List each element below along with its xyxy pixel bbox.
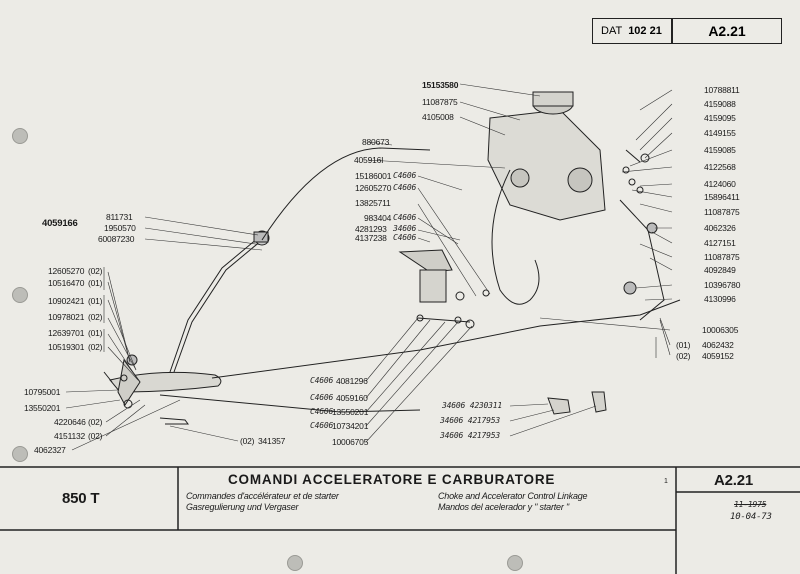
part-10734201: 10734201 bbox=[332, 421, 369, 431]
binder-hole-middle bbox=[12, 287, 28, 303]
part-10795001: 10795001 bbox=[24, 387, 61, 397]
qty-341357: (02) bbox=[240, 436, 255, 446]
part-10006305: 10006305 bbox=[702, 325, 739, 335]
hw-c4606-b3: C4606 bbox=[310, 407, 334, 416]
part-15153580: 15153580 bbox=[422, 80, 459, 90]
dat-box: DAT 102 21 bbox=[592, 18, 672, 44]
part-13825711: 13825711 bbox=[355, 198, 391, 208]
part-4124060: 4124060 bbox=[704, 179, 736, 189]
part-4059166: 4059166 bbox=[42, 218, 78, 229]
qty-4059152: (02) bbox=[676, 351, 691, 361]
qty-4220646: (02) bbox=[88, 417, 103, 427]
part-4137238: 4137238 bbox=[355, 233, 387, 243]
part-15186001: 15186001 bbox=[355, 171, 392, 181]
footer-fr: Commandes d'accélérateur et de starter bbox=[186, 491, 339, 501]
binder-hole-lower bbox=[12, 446, 28, 462]
footer-en: Choke and Accelerator Control Linkage bbox=[438, 491, 588, 501]
part-4092849: 4092849 bbox=[704, 265, 736, 275]
hw-34606: 34606 bbox=[393, 224, 417, 233]
part-15896411: 15896411 bbox=[704, 192, 740, 202]
dat-label: DAT bbox=[601, 25, 623, 37]
dat-number: 102 21 bbox=[628, 25, 662, 37]
hw-c4606-b4: C4606 bbox=[310, 421, 334, 430]
part-880673: 880673 bbox=[362, 137, 390, 147]
part-4127151: 4127151 bbox=[704, 238, 736, 248]
qty-10519301: (02) bbox=[88, 342, 103, 352]
part-4062432: 4062432 bbox=[702, 340, 734, 350]
qty-10902421: (01) bbox=[88, 296, 103, 306]
part-4159088: 4159088 bbox=[704, 99, 736, 109]
part-4062326: 4062326 bbox=[704, 223, 736, 233]
footer-handwritten-strike: 11-1975 bbox=[734, 500, 767, 509]
part-4059152: 4059152 bbox=[702, 351, 734, 361]
part-4059160: 4059160 bbox=[336, 393, 368, 403]
qty-12605270: (02) bbox=[88, 266, 103, 276]
part-12605270-mid: 12605270 bbox=[355, 183, 392, 193]
qty-10516470: (01) bbox=[88, 278, 103, 288]
part-60087230: 60087230 bbox=[98, 234, 135, 244]
part-10902421: 10902421 bbox=[48, 296, 85, 306]
hw-c4606-4: C4606 bbox=[393, 233, 417, 242]
part-4062327: 4062327 bbox=[34, 445, 66, 455]
part-13550201-b: 13550201 bbox=[332, 407, 369, 417]
code-box: A2.21 bbox=[672, 18, 782, 44]
part-4081296: 4081296 bbox=[336, 376, 368, 386]
hw-34606-4217953-b: 34606 4217953 bbox=[440, 431, 501, 440]
part-4149155: 4149155 bbox=[704, 128, 736, 138]
part-10978021: 10978021 bbox=[48, 312, 85, 322]
part-10516470: 10516470 bbox=[48, 278, 85, 288]
part-10519301: 10519301 bbox=[48, 342, 85, 352]
part-4122568: 4122568 bbox=[704, 162, 736, 172]
part-11087875-r1: 11087875 bbox=[704, 207, 740, 217]
hw-c4606-b1: C4606 bbox=[310, 376, 334, 385]
part-405916I: 405916I bbox=[354, 155, 384, 165]
hw-34606-4217953-a: 34606 4217953 bbox=[440, 416, 501, 425]
part-1950570: 1950570 bbox=[104, 223, 136, 233]
hw-c4606-b2: C4606 bbox=[310, 393, 334, 402]
footer-model: 850 T bbox=[62, 490, 100, 507]
part-4151132: 4151132 bbox=[54, 431, 86, 441]
part-10396780: 10396780 bbox=[704, 280, 741, 290]
part-4130996: 4130996 bbox=[704, 294, 736, 304]
qty-10978021: (02) bbox=[88, 312, 103, 322]
part-4105008: 4105008 bbox=[422, 112, 454, 122]
qty-12639701: (01) bbox=[88, 328, 103, 338]
header-code: A2.21 bbox=[708, 23, 746, 39]
part-4281293: 4281293 bbox=[355, 224, 387, 234]
part-4220646: 4220646 bbox=[54, 417, 86, 427]
footer-es: Mandos del acelerador y " starter " bbox=[438, 502, 569, 512]
part-4159085: 4159085 bbox=[704, 145, 736, 155]
hw-c4606-1: C4606 bbox=[393, 171, 417, 180]
hw-34606-4230311: 34606 4230311 bbox=[442, 401, 503, 410]
part-341357: 341357 bbox=[258, 436, 286, 446]
part-13550201: 13550201 bbox=[24, 403, 61, 413]
footer-mark: 1 bbox=[664, 478, 668, 485]
part-11087875-carb: 11087875 bbox=[422, 97, 458, 107]
footer-handwritten-date: 10-04-73 bbox=[730, 512, 772, 522]
part-12639701: 12639701 bbox=[48, 328, 85, 338]
qty-4151132: (02) bbox=[88, 431, 103, 441]
footer-title: COMANDI ACCELERATORE E CARBURATORE bbox=[228, 472, 556, 487]
footer-code: A2.21 bbox=[714, 472, 754, 489]
binder-hole-bottom-2 bbox=[507, 555, 523, 571]
part-10006705: 10006705 bbox=[332, 437, 369, 447]
hw-c4606-2: C4606 bbox=[393, 183, 417, 192]
footer-de: Gasregulierung und Vergaser bbox=[186, 502, 299, 512]
qty-4062432: (01) bbox=[676, 340, 691, 350]
part-983404: 983404 bbox=[364, 213, 392, 223]
part-811731: 811731 bbox=[106, 212, 133, 222]
part-12605270: 12605270 bbox=[48, 266, 85, 276]
part-4159095: 4159095 bbox=[704, 113, 736, 123]
hw-c4606-3: C4606 bbox=[393, 213, 417, 222]
part-11087875-r2: 11087875 bbox=[704, 252, 740, 262]
binder-hole-bottom bbox=[287, 555, 303, 571]
part-10788811: 10788811 bbox=[704, 85, 740, 95]
binder-hole-top bbox=[12, 128, 28, 144]
